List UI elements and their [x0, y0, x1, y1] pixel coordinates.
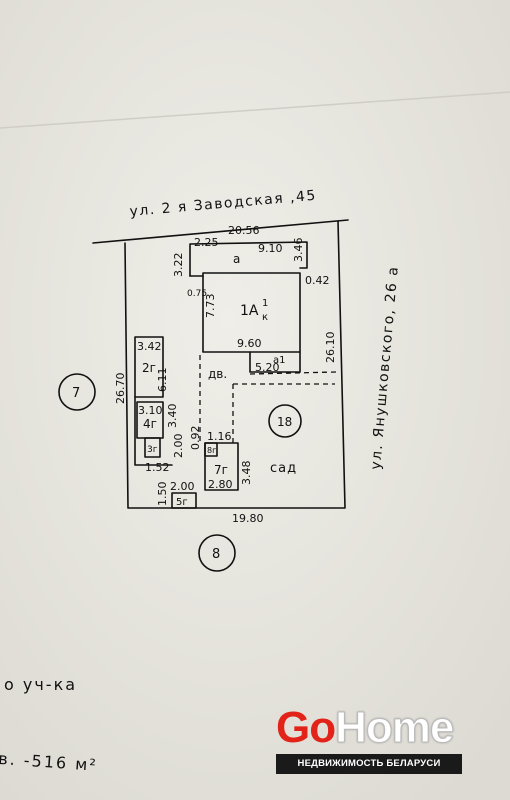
shed-2g [134, 336, 164, 398]
annex-a-label: а [233, 252, 240, 266]
plot-18-label: 18 [277, 415, 292, 429]
neighbor-8-circle [198, 534, 236, 572]
dim-0-92: 0.92 [189, 426, 202, 451]
dim-0-75: 0.75 [187, 289, 207, 299]
dim-26-10: 26.10 [324, 332, 337, 364]
dim-3-22: 3.22 [172, 253, 185, 278]
dim-3-48: 3.48 [240, 461, 253, 486]
annex-a1 [249, 351, 301, 373]
dim-1-50: 1.50 [156, 482, 169, 507]
dim-1-52: 1.52 [145, 461, 170, 474]
house-fraction-bottom: к [262, 312, 268, 323]
shed-3g [144, 437, 161, 458]
shed-5g [171, 492, 197, 509]
dim-3-10: 3.10 [138, 404, 163, 417]
dim-3-42: 3.42 [137, 340, 162, 353]
dim-top-width: 20.56 [228, 224, 260, 237]
neighbor-7-label: 7 [72, 386, 80, 401]
plot-18-circle [268, 404, 302, 438]
dim-6-11: 6.11 [156, 368, 169, 393]
plot-top-boundary [92, 219, 349, 244]
dim-0-42: 0.42 [305, 274, 330, 287]
house-label: 1А [240, 303, 259, 319]
annex-a [189, 241, 308, 277]
shed-4g-label: 4г [143, 417, 157, 431]
shed-3g-label: 3г [147, 445, 158, 455]
shed-5g-label: 5г [176, 497, 188, 508]
shed-2g-label: 2г [142, 361, 156, 375]
dim-9-10: 9.10 [258, 242, 283, 255]
paper-fold [0, 91, 510, 129]
logo-go: Go [276, 703, 336, 752]
dim-7-73: 7.73 [204, 294, 217, 319]
dim-3-46: 3.46 [292, 238, 305, 263]
gohome-logo: GoHome НЕДВИЖИМОСТЬ БЕЛАРУСИ [276, 703, 466, 776]
dim-2-00-horizontal: 2.00 [170, 480, 195, 493]
dim-3-40: 3.40 [166, 404, 179, 429]
logo-tagline: НЕДВИЖИМОСТЬ БЕЛАРУСИ [276, 754, 462, 774]
house-1a [202, 272, 301, 353]
shed-8g [204, 442, 218, 457]
shed-7g [204, 442, 239, 491]
logo-home: Home [335, 703, 455, 752]
dim-1-16: 1.16 [207, 430, 232, 443]
dim-5-20: 5.20 [255, 361, 280, 374]
dim-2-00-vertical: 2.00 [172, 434, 185, 459]
dim-9-60: 9.60 [237, 337, 262, 350]
plot-boundary [124, 220, 346, 509]
annex-a1-label: а1 [273, 355, 286, 366]
dim-2-80: 2.80 [208, 478, 233, 491]
plot-caption: о уч-ка [4, 675, 77, 694]
dim-2-25: 2.25 [194, 236, 219, 249]
shed-strip-edge [134, 396, 173, 466]
shed-8g-label: 8г [207, 446, 216, 455]
dim-bottom-width: 19.80 [232, 512, 264, 525]
garden-label: сад [270, 461, 297, 476]
dim-26-70: 26.70 [114, 373, 127, 405]
shed-7g-label: 7г [214, 463, 228, 477]
house-fraction-top: 1 [262, 298, 268, 309]
neighbor-8-label: 8 [212, 547, 220, 562]
logo-wordmark: GoHome [276, 703, 455, 752]
yard-label: дв. [208, 367, 227, 381]
neighbor-7-circle [58, 373, 96, 411]
